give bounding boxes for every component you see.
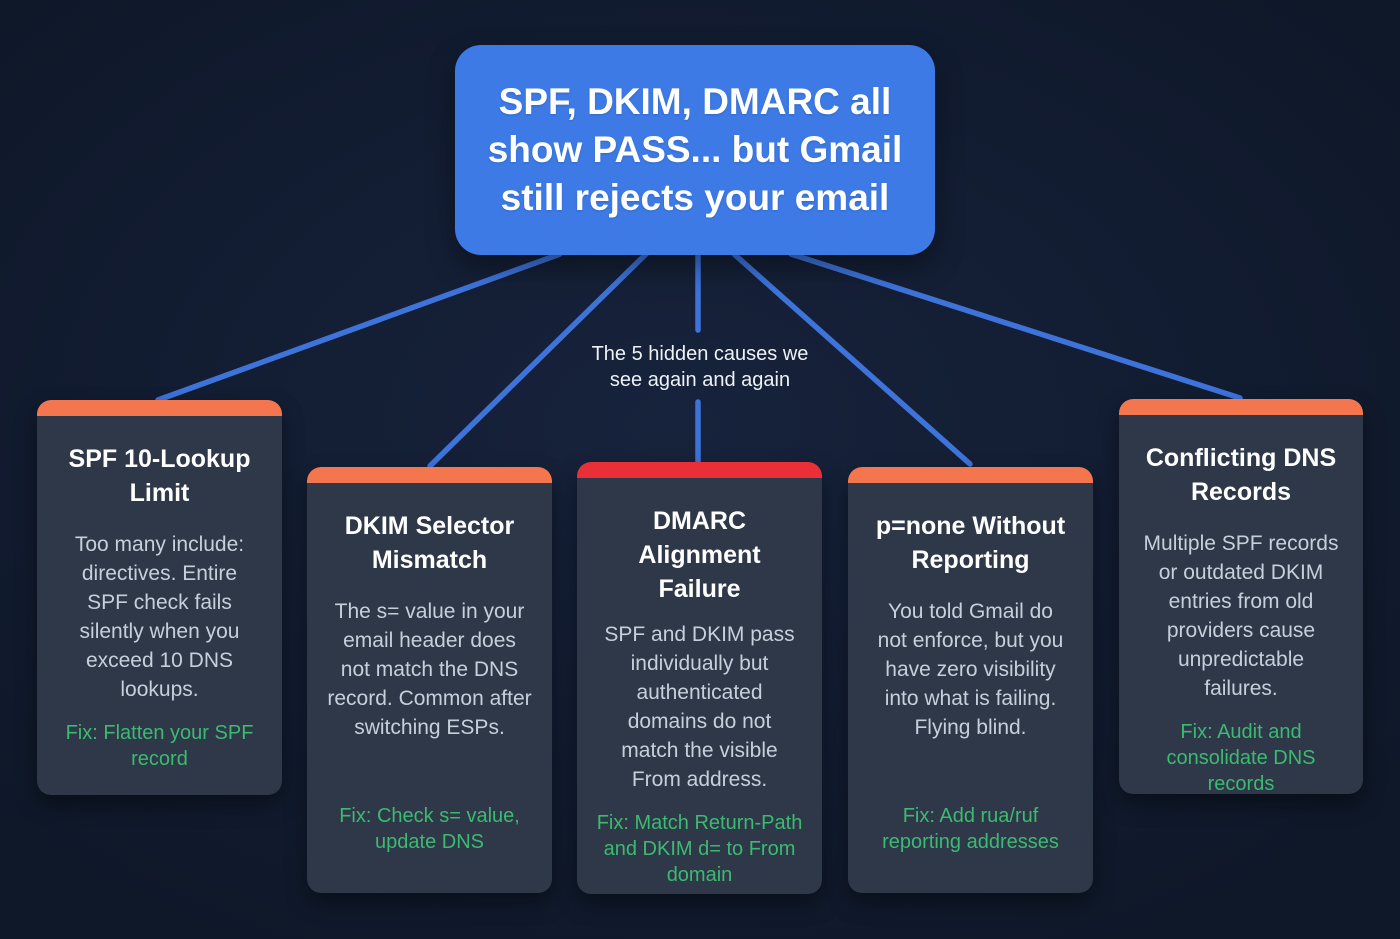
card-fix-text: Fix: Check s= value, update DNS [339, 805, 520, 853]
card-fix-text: Fix: Add rua/ruf reporting addresses [882, 805, 1059, 853]
connector-line-spf-lookup [155, 251, 563, 403]
root-problem-node: SPF, DKIM, DMARC all show PASS... but Gm… [455, 45, 935, 255]
hidden-causes-caption: The 5 hidden causes we see again and aga… [591, 343, 809, 391]
card-accent-bar [848, 467, 1093, 483]
card-content: Conflicting DNS Records Multiple SPF rec… [1119, 415, 1363, 794]
cause-card-spf-lookup-limit: SPF 10-Lookup Limit Too many include: di… [37, 400, 282, 795]
cause-card-conflicting-dns-records: Conflicting DNS Records Multiple SPF rec… [1119, 399, 1363, 794]
card-accent-bar [577, 462, 822, 478]
cause-card-pnone-without-reporting: p=none Without Reporting You told Gmail … [848, 467, 1093, 893]
card-fix-text: Fix: Flatten your SPF record [65, 722, 254, 770]
card-fix-text: Fix: Match Return-Path and DKIM d= to Fr… [596, 812, 803, 886]
root-problem-title: SPF, DKIM, DMARC all show PASS... but Gm… [487, 81, 903, 218]
card-fix-text: Fix: Audit and consolidate DNS records [1166, 721, 1316, 794]
card-content: DKIM Selector Mismatch The s= value in y… [307, 483, 552, 893]
card-description: The s= value in your email header does n… [327, 600, 532, 739]
card-title: Conflicting DNS Records [1145, 444, 1337, 506]
card-content: p=none Without Reporting You told Gmail … [848, 483, 1093, 893]
card-description: SPF and DKIM pass individually but authe… [604, 623, 795, 791]
card-title: DMARC Alignment Failure [638, 507, 761, 603]
card-accent-bar [307, 467, 552, 483]
connector-line-conflict [788, 251, 1243, 401]
card-title: SPF 10-Lookup Limit [68, 445, 251, 507]
cause-card-dmarc-alignment-failure: DMARC Alignment Failure SPF and DKIM pas… [577, 462, 822, 894]
card-title: p=none Without Reporting [875, 512, 1066, 574]
card-accent-bar [1119, 399, 1363, 415]
card-content: DMARC Alignment Failure SPF and DKIM pas… [577, 478, 822, 894]
card-description: Multiple SPF records or outdated DKIM en… [1143, 532, 1339, 700]
cause-card-dkim-selector-mismatch: DKIM Selector Mismatch The s= value in y… [307, 467, 552, 893]
card-accent-bar [37, 400, 282, 416]
connector-line-pnone [731, 251, 973, 467]
card-description: Too many include: directives. Entire SPF… [74, 533, 245, 701]
card-title: DKIM Selector Mismatch [344, 512, 515, 574]
connector-line-dkim [427, 251, 649, 469]
card-content: SPF 10-Lookup Limit Too many include: di… [37, 416, 282, 795]
card-description: You told Gmail do not enforce, but you h… [877, 600, 1064, 739]
